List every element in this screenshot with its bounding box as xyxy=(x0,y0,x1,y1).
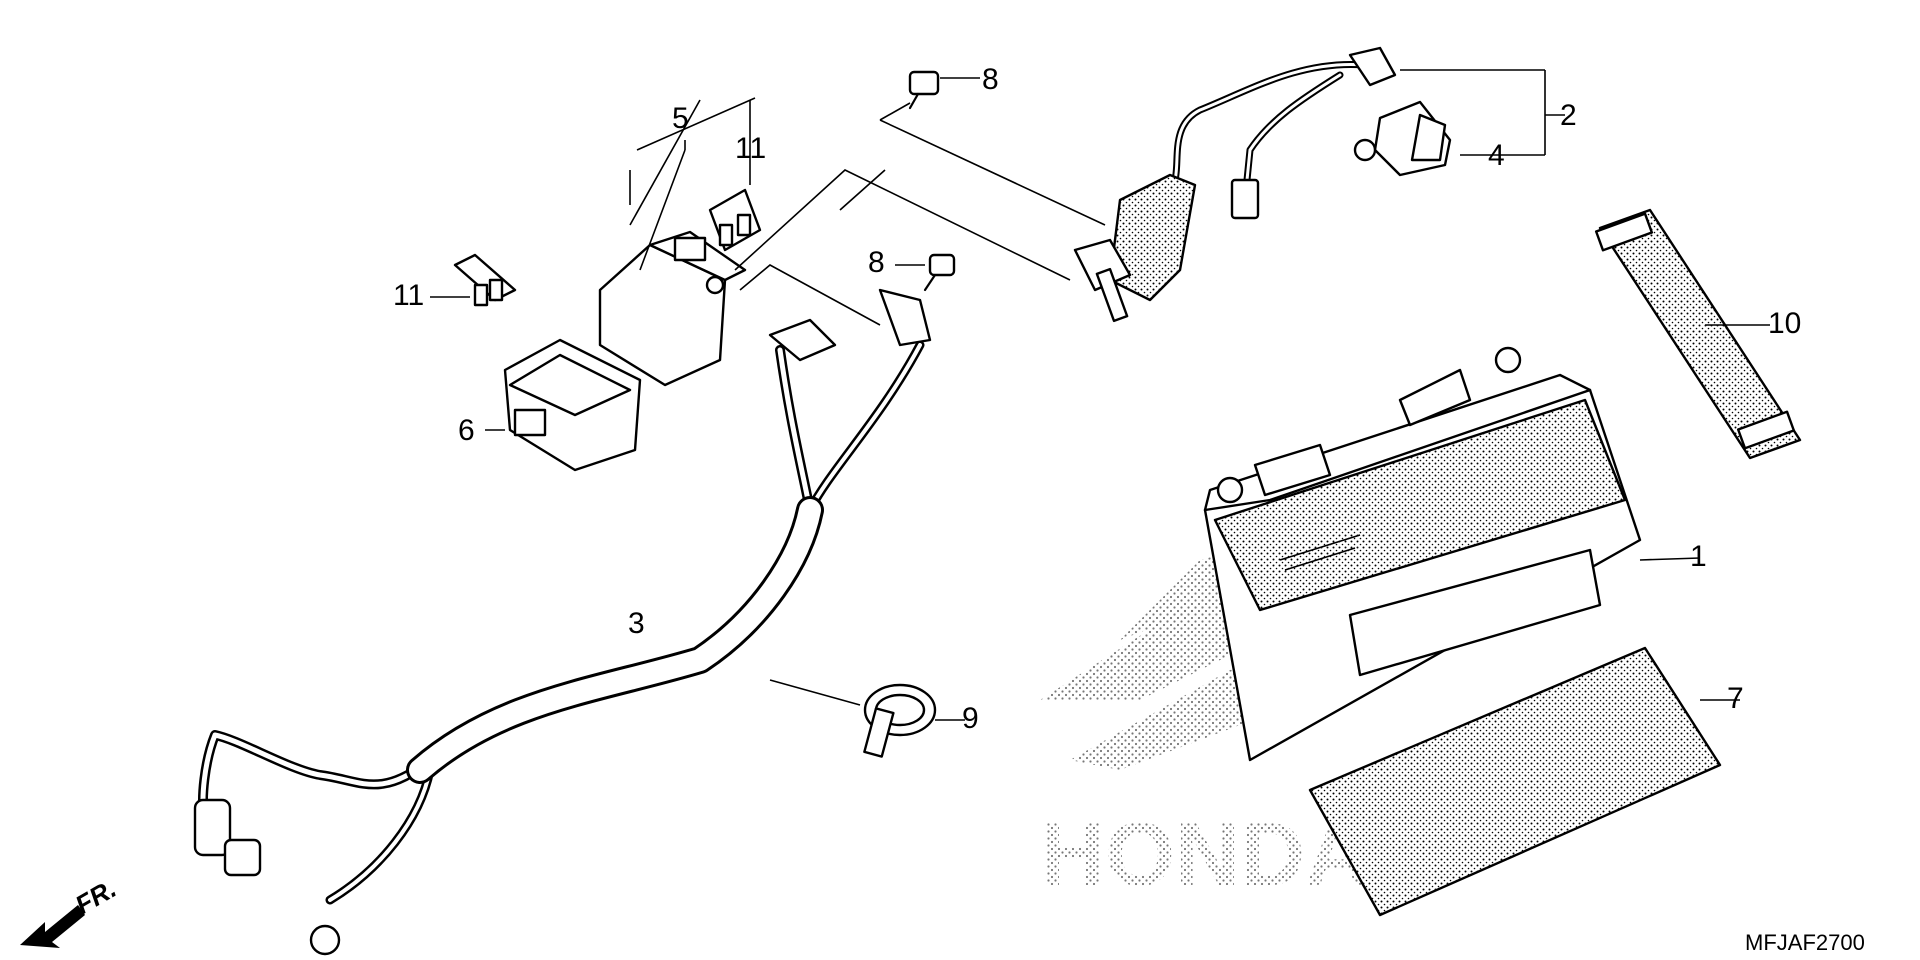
callout-7: 7 xyxy=(1727,682,1744,715)
leader-lines xyxy=(430,69,1770,721)
callout-1: 1 xyxy=(1690,540,1707,573)
battery xyxy=(1203,346,1642,762)
cable-tie xyxy=(863,683,937,758)
callout-2: 2 xyxy=(1560,99,1577,132)
front-direction-arrow: FR. xyxy=(20,873,121,948)
starter-relay xyxy=(598,230,747,387)
callout-11-upper: 11 xyxy=(735,132,766,165)
callout-9: 9 xyxy=(962,702,979,735)
callout-5: 5 xyxy=(672,102,689,135)
watermark-text: HONDA xyxy=(1040,805,1370,905)
starter-cable xyxy=(1073,46,1397,323)
wire-harness xyxy=(193,288,932,956)
terminal-cover xyxy=(1353,100,1452,177)
fuse-upper xyxy=(708,188,762,252)
battery-strap xyxy=(1594,208,1802,460)
callout-6: 6 xyxy=(458,414,475,447)
callout-4: 4 xyxy=(1488,139,1505,172)
callout-8-middle: 8 xyxy=(868,246,885,279)
callout-11-left: 11 xyxy=(393,279,424,312)
honda-watermark: HONDA xyxy=(1040,540,1370,905)
bolt-middle xyxy=(923,253,956,292)
callout-3: 3 xyxy=(628,607,645,640)
diagram-code: MFJAF2700 xyxy=(1745,930,1865,955)
relay-cover xyxy=(503,338,642,472)
bolt-upper xyxy=(908,70,940,110)
fuse-left xyxy=(453,253,517,307)
callout-8-upper: 8 xyxy=(982,63,999,96)
callout-10: 10 xyxy=(1768,307,1801,340)
battery-pad xyxy=(1308,646,1722,917)
